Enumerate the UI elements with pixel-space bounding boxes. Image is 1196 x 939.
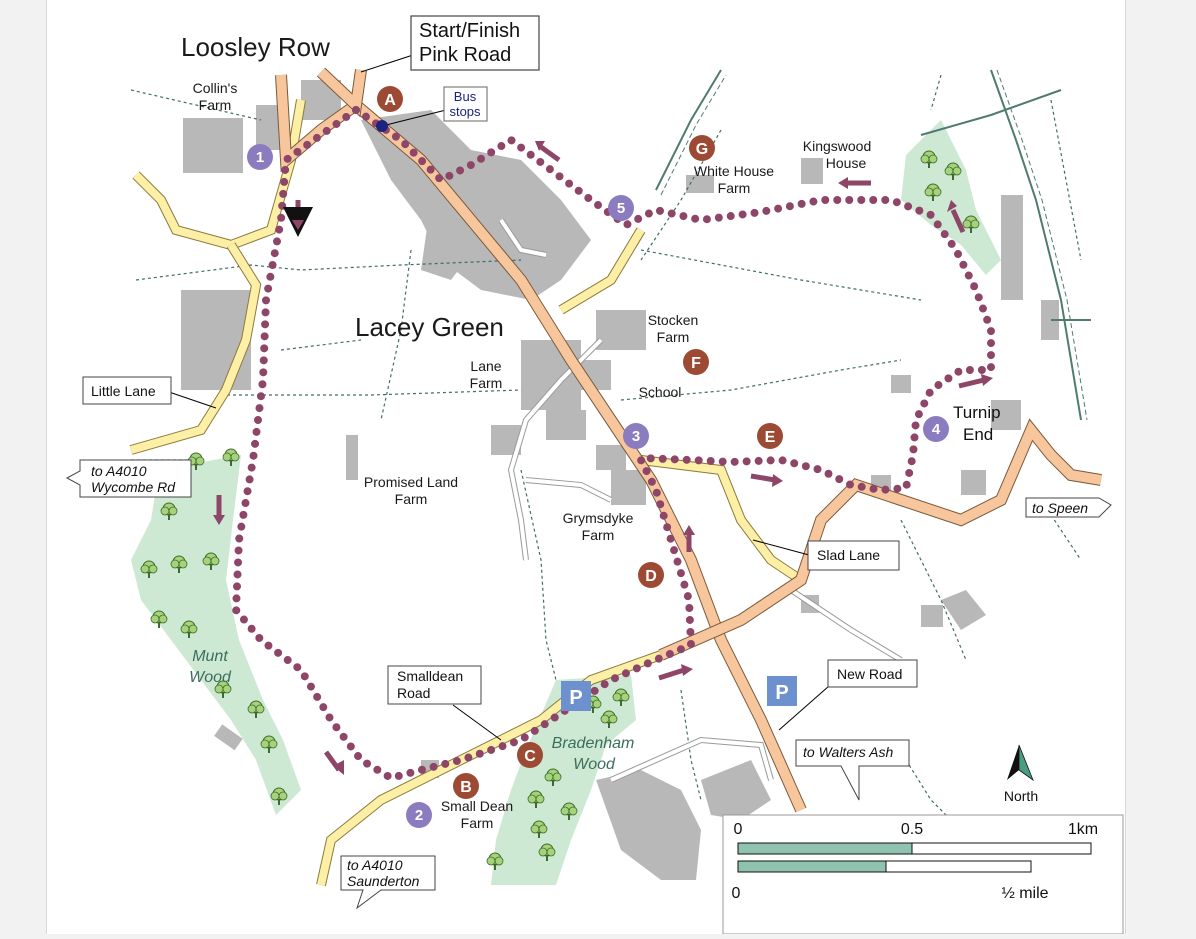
- poi-markers: A B C D E F G: [377, 86, 783, 799]
- bus-label-2: stops: [449, 104, 481, 119]
- munt-wood-label-2: Wood: [189, 669, 232, 686]
- bradenham-wood-area: [491, 675, 636, 885]
- kingswood-house-label-1: Kingswood: [803, 138, 872, 154]
- waypoint-markers: 1 2 3 4 5: [247, 144, 949, 828]
- scale-bar: 0 0.5 1km 0 ½ mile: [722, 814, 1124, 935]
- start-finish-callout: Start/Finish Pink Road: [360, 15, 540, 73]
- kingswood-area: [901, 120, 1001, 275]
- parking-1: P: [569, 687, 582, 709]
- route-arrows: [216, 144, 985, 772]
- map-page: Bus stops Start/Finish Pink Road Little …: [46, 0, 1126, 935]
- waypoint-3: 3: [632, 428, 640, 445]
- scale-mi-half: ½ mile: [1001, 885, 1048, 902]
- point-f: F: [691, 355, 701, 372]
- waypoint-4: 4: [932, 421, 941, 438]
- point-a: A: [384, 92, 396, 109]
- munt-wood-area: [131, 455, 301, 815]
- farm-labels: Collin's Farm White House Farm Kingswood…: [193, 80, 872, 831]
- kingswood-house-label-2: House: [826, 155, 867, 171]
- walters-ash-label: to Walters Ash: [803, 744, 893, 760]
- new-road-label: New Road: [837, 666, 902, 682]
- bradenham-wood-label-2: Wood: [573, 756, 616, 773]
- route-arrowheads: [213, 141, 993, 775]
- saunderton-label-1: to A4010: [347, 857, 403, 873]
- bus-label-1: Bus: [454, 89, 477, 104]
- turnip-end-label-2: End: [963, 425, 993, 444]
- white-house-farm-label-1: White House: [694, 163, 774, 179]
- main-roads: [275, 67, 1102, 813]
- point-c: C: [524, 748, 536, 765]
- smalldean-road-label-1: Smalldean: [397, 668, 463, 684]
- footpaths: [130, 74, 1082, 831]
- grymsdyke-farm-label-1: Grymsdyke: [563, 510, 634, 526]
- start-label-1: Start/Finish: [419, 20, 520, 42]
- start-label-2: Pink Road: [419, 44, 511, 66]
- little-lane-label: Little Lane: [91, 383, 156, 399]
- slad-lane-label: Slad Lane: [817, 547, 880, 563]
- loosley-row-label: Loosley Row: [181, 32, 330, 62]
- scale-km-half: 0.5: [901, 821, 923, 838]
- grymsdyke-farm-label-2: Farm: [582, 527, 615, 543]
- collins-farm-label-1: Collin's: [193, 80, 238, 96]
- small-dean-farm-label-2: Farm: [461, 815, 494, 831]
- parking-2: P: [775, 682, 788, 704]
- north-label: North: [1004, 788, 1038, 804]
- scale-mi-0: 0: [732, 885, 741, 902]
- point-d: D: [645, 568, 657, 585]
- collins-farm-label-2: Farm: [199, 97, 232, 113]
- walk-map: Bus stops Start/Finish Pink Road Little …: [65, 15, 1124, 935]
- stocken-farm-label-1: Stocken: [648, 312, 699, 328]
- waypoint-5: 5: [617, 200, 625, 217]
- road-callouts: Little Lane to A4010 Wycombe Rd to Speen…: [65, 376, 1112, 910]
- waypoint-2: 2: [415, 807, 423, 824]
- bus-stop-marker: [376, 120, 388, 132]
- lacey-green-label: Lacey Green: [355, 312, 504, 342]
- bus-stop-callout: Bus stops: [376, 86, 488, 132]
- point-g: G: [696, 141, 708, 158]
- wood-labels: Munt Wood Bradenham Wood: [189, 648, 634, 773]
- promised-land-farm-label-2: Farm: [395, 491, 428, 507]
- school-label: School: [639, 384, 682, 400]
- smalldean-road-label-2: Road: [397, 685, 430, 701]
- turnip-end-label-1: Turnip: [953, 403, 1001, 422]
- wycombe-label-2: Wycombe Rd: [91, 479, 176, 495]
- stocken-farm-label-2: Farm: [657, 329, 690, 345]
- railway-lines: [655, 69, 1091, 421]
- scale-km-0: 0: [734, 821, 743, 838]
- promised-land-farm-label-1: Promised Land: [364, 474, 458, 490]
- small-dean-farm-label-1: Small Dean: [441, 798, 513, 814]
- white-house-farm-label-2: Farm: [718, 180, 751, 196]
- north-arrow: North: [1004, 744, 1038, 804]
- munt-wood-label-1: Munt: [192, 648, 228, 665]
- wycombe-label-1: to A4010: [91, 463, 147, 479]
- scale-km-1: 1km: [1068, 821, 1098, 838]
- lane-farm-label-2: Farm: [470, 375, 503, 391]
- walking-route: [231, 106, 995, 783]
- parking-markers: P P: [561, 676, 797, 711]
- waypoint-1: 1: [256, 149, 264, 166]
- lane-farm-label-1: Lane: [470, 358, 501, 374]
- place-labels: Loosley Row Lacey Green Turnip End: [181, 32, 1001, 444]
- saunderton-label-2: Saunderton: [347, 873, 420, 889]
- point-b: B: [460, 779, 472, 796]
- to-speen-label: to Speen: [1032, 500, 1088, 516]
- point-e: E: [765, 429, 776, 446]
- bradenham-wood-label-1: Bradenham: [552, 735, 635, 752]
